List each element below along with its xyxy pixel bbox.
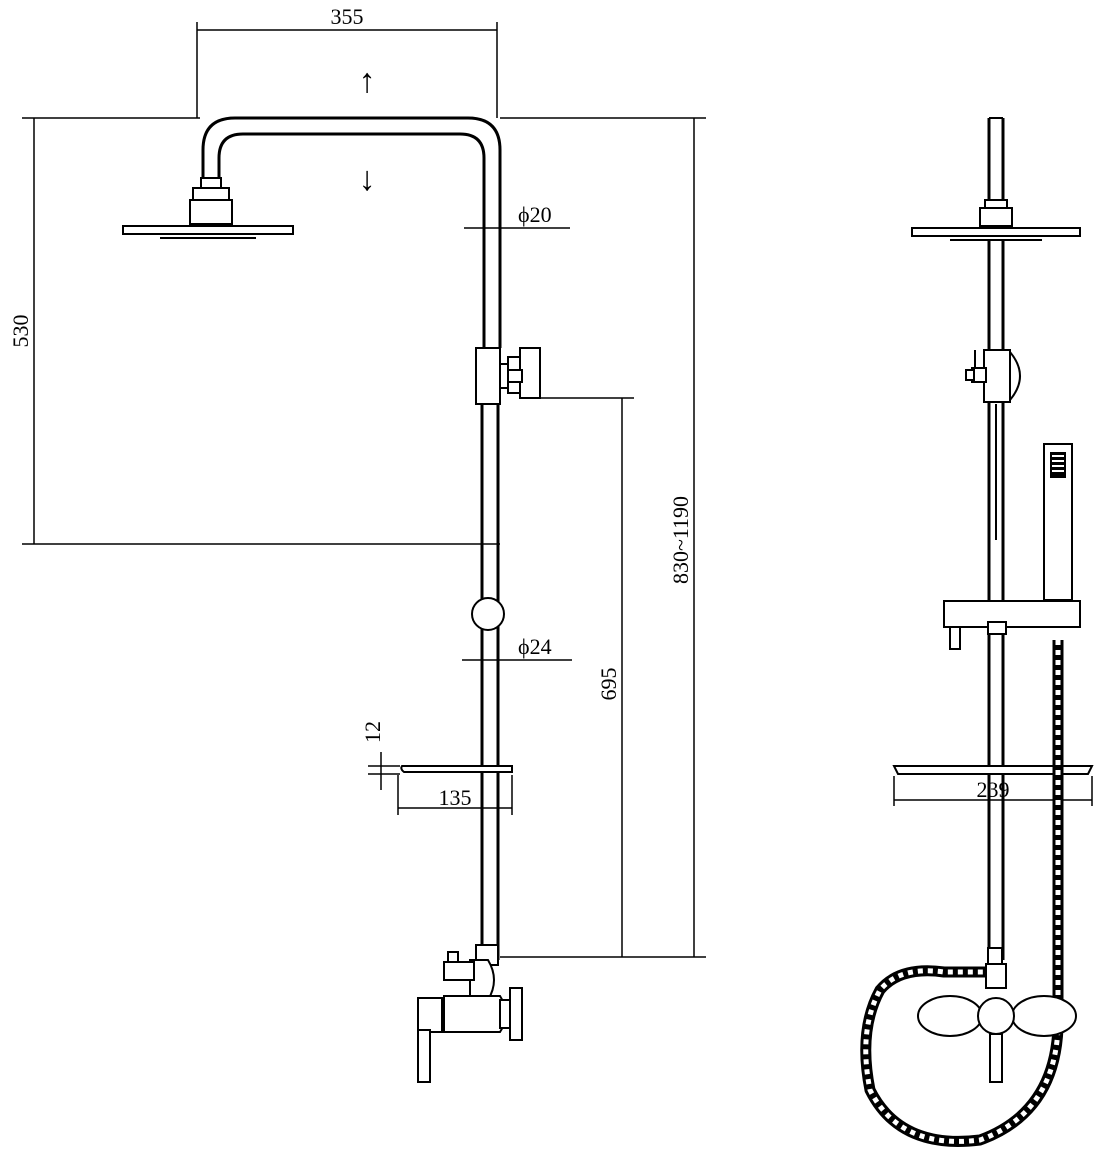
riser-pipe <box>480 404 500 960</box>
dimension-arm-width: 355 <box>196 4 498 118</box>
label-diameter-lower: ϕ24 <box>518 634 552 659</box>
overhead-arm <box>201 116 502 348</box>
label-mid-height: 695 <box>596 668 621 701</box>
front-shower-head <box>911 199 1081 241</box>
front-view: 239 <box>860 117 1094 1147</box>
mixer-valve-side <box>417 944 523 1083</box>
dimension-total-height: 830~1190 <box>500 117 706 957</box>
label-shelf-width: 239 <box>977 777 1010 802</box>
dimension-upper-height: 530 <box>8 117 500 545</box>
label-total-height: 830~1190 <box>668 496 693 584</box>
mixer-valve-front <box>917 947 1077 1083</box>
dimension-mid-height: 695 <box>500 397 706 958</box>
slider-ring <box>471 597 505 631</box>
shower-hose <box>860 640 1064 1147</box>
rain-shower-head <box>122 177 294 239</box>
label-upper-height: 530 <box>8 315 33 348</box>
hand-shower-bracket <box>943 600 1081 650</box>
soap-shelf-side: 135 12 <box>360 721 513 815</box>
diverter-block <box>475 347 541 405</box>
soap-shelf-front: 239 <box>892 765 1094 806</box>
dimension-diameter-upper: ϕ20 <box>464 202 570 229</box>
hand-shower <box>1043 443 1073 601</box>
label-shelf-depth: 135 <box>439 785 472 810</box>
dimension-diameter-lower: ϕ24 <box>462 634 572 661</box>
front-diverter <box>965 349 1021 403</box>
front-top-pipe <box>987 117 1005 200</box>
label-shelf-thickness: 12 <box>360 721 385 743</box>
label-arm-width: 355 <box>331 4 364 29</box>
side-view: 355 ↑ ↓ ϕ20 530 <box>8 4 706 1083</box>
arrow-down-icon: ↓ <box>359 161 376 198</box>
label-diameter-upper: ϕ20 <box>518 202 552 227</box>
arrow-up-icon: ↑ <box>359 63 376 100</box>
